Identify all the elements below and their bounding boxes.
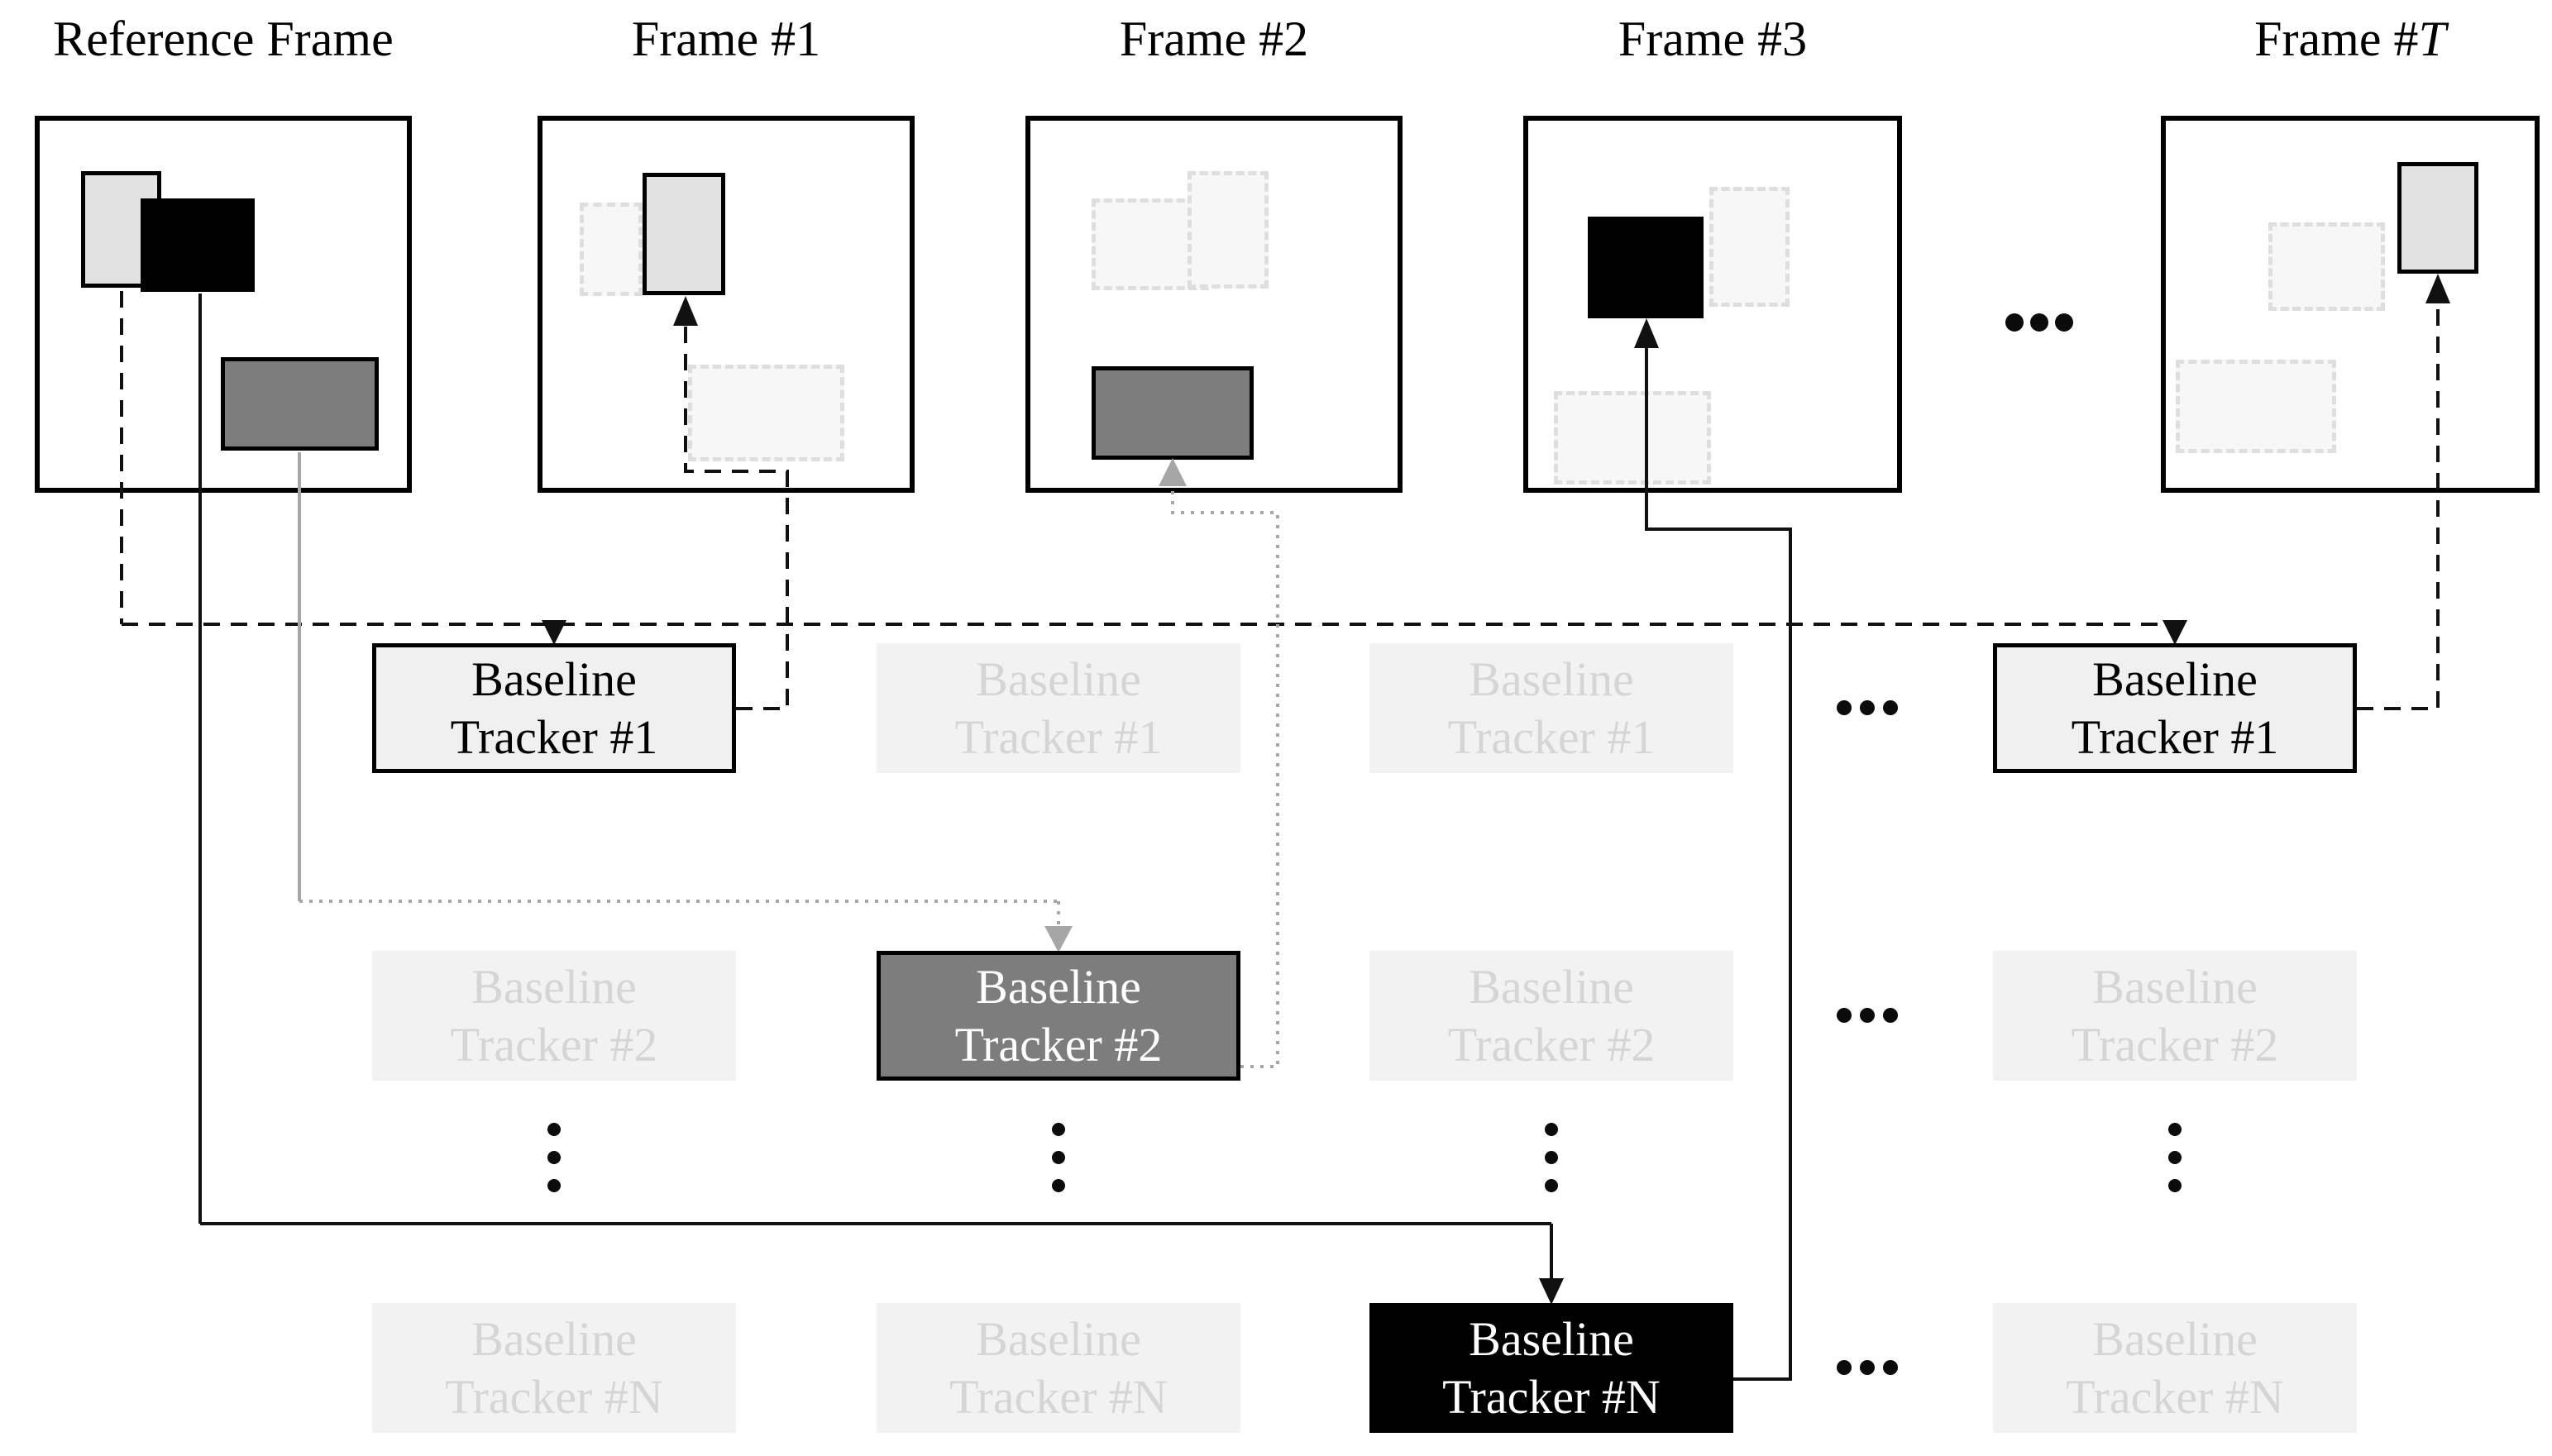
tracker-label-line1: Baseline [1469, 1311, 1634, 1366]
tracked-object2-frame2 [1092, 366, 1254, 460]
tracker-label-line2: Tracker #N [949, 1369, 1168, 1424]
solid-line-trackerN-to-frame3 [1645, 346, 1792, 1381]
tracker-label-line1: Baseline [976, 959, 1141, 1014]
frame-title-1: Frame #1 [631, 12, 821, 66]
ghost-box-object1 [1709, 187, 1790, 307]
tracker-label-line2: Tracker #2 [954, 1017, 1163, 1072]
tracker-label-line2: Tracker #1 [1447, 709, 1656, 764]
tracked-object1-frame1 [643, 173, 725, 295]
tracker-label-line2: Tracker #1 [954, 709, 1163, 764]
baseline-tracker-N-faded: Baseline Tracker #N [877, 1303, 1240, 1433]
ghost-box-object2 [2176, 360, 2336, 453]
tracker-label-line1: Baseline [976, 652, 1141, 706]
tracker-label-line1: Baseline [2092, 959, 2258, 1014]
frame-title-2: Frame #2 [1119, 12, 1309, 66]
tracker-label-line1: Baseline [1469, 959, 1634, 1014]
tracker-label-line1: Baseline [2092, 1311, 2258, 1366]
object-n-black-box [141, 198, 255, 292]
tracker-label-line2: Tracker #1 [450, 709, 658, 764]
tracker-label-line2: Tracker #2 [450, 1017, 658, 1072]
tracked-objectN-frame3 [1588, 217, 1704, 318]
baseline-tracker-2-faded: Baseline Tracker #2 [1369, 951, 1733, 1081]
tracker-label-line2: Tracker #1 [2071, 709, 2279, 764]
ghost-box-object2 [688, 365, 844, 461]
tracker-label-line2: Tracker #2 [2071, 1017, 2279, 1072]
baseline-tracker-2-faded: Baseline Tracker #2 [372, 951, 736, 1081]
tracker-label-line2: Tracker #N [2066, 1369, 2284, 1424]
ghost-box-object2 [1554, 391, 1711, 485]
frame-title-T: Frame #T [2254, 12, 2446, 66]
tracker-label-line1: Baseline [471, 652, 637, 706]
tracker-label-line2: Tracker #N [1442, 1369, 1661, 1424]
tracked-object1-frameT [2397, 162, 2478, 274]
ghost-box-object1 [1188, 171, 1269, 289]
baseline-tracker-2-faded: Baseline Tracker #2 [1993, 951, 2357, 1081]
arrowhead-icon-into-tracker1-left [542, 620, 566, 645]
baseline-tracker-2-active: Baseline Tracker #2 [877, 951, 1240, 1081]
baseline-tracker-1-faded: Baseline Tracker #1 [877, 643, 1240, 773]
frame-title-reference: Reference Frame [53, 12, 394, 66]
arrowhead-icon-into-trackerN [1539, 1278, 1564, 1305]
tracker-label-line1: Baseline [1469, 652, 1634, 706]
ghost-box-object1-old [580, 203, 643, 296]
baseline-tracker-N-faded: Baseline Tracker #N [372, 1303, 736, 1433]
arrowhead-icon-into-tracker2 [1044, 926, 1073, 952]
tracker-label-line1: Baseline [471, 1311, 637, 1366]
frame-title-3: Frame #3 [1618, 12, 1808, 66]
arrowhead-icon-into-tracker1-right [2163, 620, 2187, 645]
baseline-tracker-1-faded: Baseline Tracker #1 [1369, 643, 1733, 773]
ghost-box-objectN [2268, 222, 2385, 311]
baseline-tracker-1-active-frame1: Baseline Tracker #1 [372, 643, 736, 773]
baseline-tracker-N-active: Baseline Tracker #N [1369, 1303, 1733, 1433]
tracker-label-line1: Baseline [2092, 652, 2258, 706]
tracker-label-line1: Baseline [471, 959, 637, 1014]
baseline-tracker-N-faded: Baseline Tracker #N [1993, 1303, 2357, 1433]
tracker-label-line2: Tracker #N [445, 1369, 663, 1424]
tracker-label-line1: Baseline [976, 1311, 1141, 1366]
baseline-tracker-1-active-frameT: Baseline Tracker #1 [1993, 643, 2357, 773]
tracker-label-line2: Tracker #2 [1447, 1017, 1656, 1072]
object-2-gray-box [221, 357, 379, 451]
